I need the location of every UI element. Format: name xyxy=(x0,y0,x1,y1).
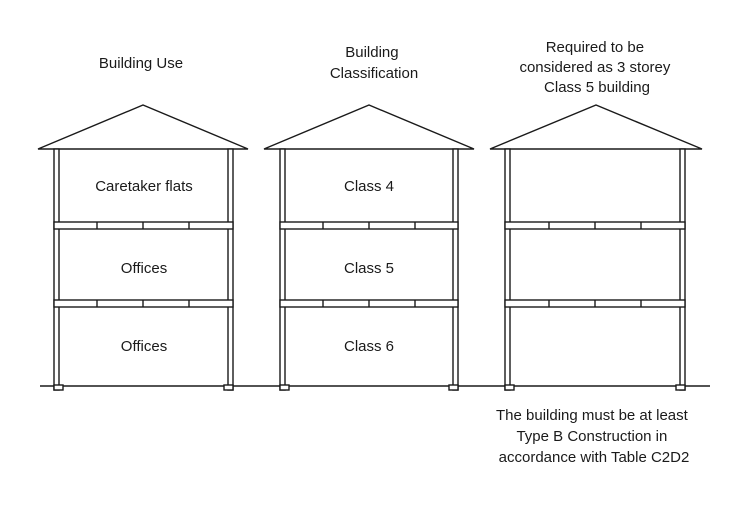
slab-joints xyxy=(322,222,416,307)
footing-left xyxy=(504,384,515,391)
wall-left xyxy=(504,148,511,391)
floor-label-bottom: Class 6 xyxy=(344,338,394,355)
footing-right xyxy=(223,384,234,391)
heading-required-class: Required to be considered as 3 storey Cl… xyxy=(519,39,674,96)
footing-right xyxy=(448,384,459,391)
floor-label-middle: Offices xyxy=(121,260,167,277)
building-use xyxy=(37,104,249,391)
wall-right xyxy=(227,148,234,391)
floor-label-top: Caretaker flats xyxy=(95,178,193,195)
roof xyxy=(37,104,249,150)
footing-left xyxy=(279,384,290,391)
floor-label-bottom: Offices xyxy=(121,338,167,355)
roof xyxy=(489,104,703,150)
floor-label-top: Class 4 xyxy=(344,178,394,195)
heading-building-use: Building Use xyxy=(99,55,183,72)
wall-left xyxy=(53,148,60,391)
wall-right xyxy=(452,148,459,391)
floor-label-middle: Class 5 xyxy=(344,260,394,277)
building-classification xyxy=(263,104,475,391)
footing-right xyxy=(675,384,686,391)
wall-right xyxy=(679,148,686,391)
slab-joints xyxy=(96,222,190,307)
footing-left xyxy=(53,384,64,391)
roof xyxy=(263,104,475,150)
building-required-class xyxy=(489,104,703,391)
heading-building-classification: Building Classification xyxy=(330,44,418,82)
construction-note: The building must be at least Type B Con… xyxy=(496,407,692,466)
slab-joints xyxy=(548,222,642,307)
wall-left xyxy=(279,148,286,391)
